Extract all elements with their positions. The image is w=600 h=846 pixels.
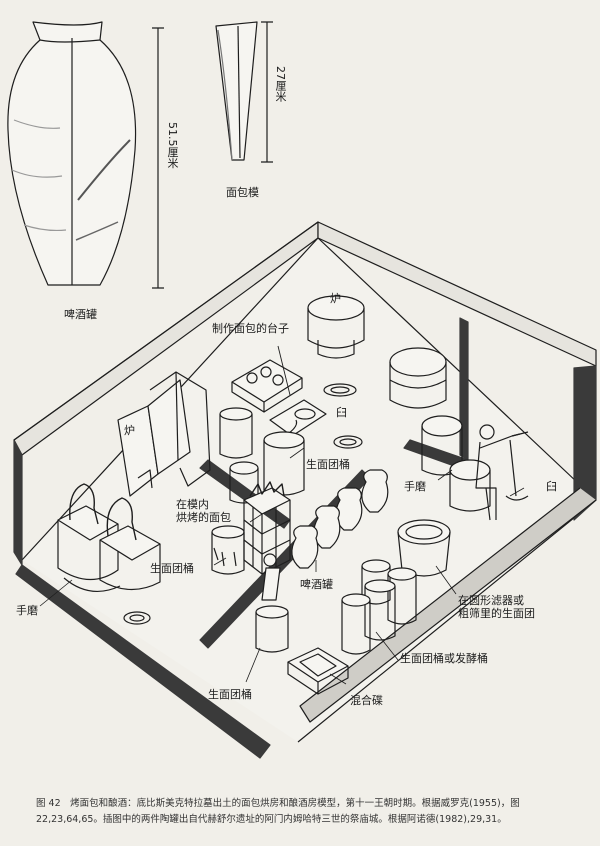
label-oven-left: 炉 <box>124 424 135 437</box>
room-structure <box>13 221 597 759</box>
front-vats <box>341 559 417 655</box>
label-quern-left: 手磨 <box>16 604 38 617</box>
label-dough-vat-bottom: 生面团桶 <box>208 688 252 701</box>
beer-jar-drawing <box>7 21 164 289</box>
label-mixing-dish: 混合碟 <box>350 694 383 707</box>
label-dough-vat-center: 生面团桶 <box>306 458 350 471</box>
label-jar-height: 51.5厘米 <box>166 122 179 169</box>
bread-mold-drawing <box>215 21 273 163</box>
oven-left <box>117 371 211 497</box>
label-sieve: 在圆形滤器或 粗筛里的生面团 <box>458 594 535 620</box>
figure-caption: 图 42 烤面包和酿酒：底比斯美克特拉墓出土的面包烘房和酿酒房模型，第十一王朝时… <box>36 798 520 825</box>
label-quern-right: 手磨 <box>404 480 426 493</box>
mixing-dish <box>287 647 349 695</box>
bread-table <box>231 345 327 441</box>
bread-in-molds <box>243 481 291 575</box>
dough-vats <box>211 407 305 575</box>
label-mold-height: 27厘米 <box>274 66 287 102</box>
kneading-figure <box>255 553 289 653</box>
oven-top <box>307 295 365 359</box>
left-querns <box>57 483 161 593</box>
label-mortar-right: 臼 <box>546 480 557 493</box>
label-bread-table: 制作面包的台子 <box>212 322 289 335</box>
oven-round-right <box>389 347 447 409</box>
sieve <box>397 519 451 577</box>
label-baked-bread: 在模内 烘烤的面包 <box>176 498 231 524</box>
mortars <box>123 383 363 625</box>
beer-jars-group <box>291 469 389 569</box>
right-brewers <box>421 415 529 521</box>
label-mortar-center: 臼 <box>336 406 347 419</box>
leader-lines <box>39 447 525 685</box>
label-dough-or-ferment: 生面团桶或发酵桶 <box>400 652 488 665</box>
label-beer-jars: 啤酒罐 <box>300 578 333 591</box>
label-oven-top: 炉 <box>330 292 341 305</box>
label-bread-mold: 面包模 <box>226 186 259 199</box>
label-beer-jar: 啤酒罐 <box>64 308 97 321</box>
label-dough-vat-left: 生面团桶 <box>150 562 194 575</box>
